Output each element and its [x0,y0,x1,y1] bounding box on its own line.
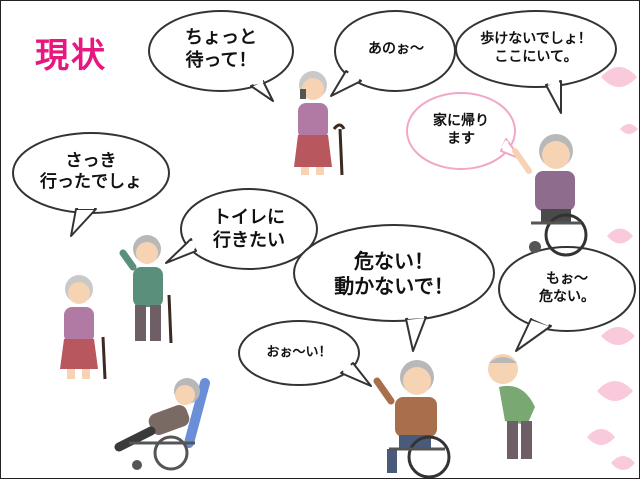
bubble-ooi-text: おぉ～い！ [266,345,332,360]
bubble-danger-text: 危ない！ 動かないで！ [334,249,454,298]
bubble-anoo-text: あのぉ～ [368,41,424,57]
page-title: 現状 [35,36,107,76]
cherry-petal-icon [587,429,615,445]
cherry-petal-icon [601,67,637,87]
bubble-cantwalk-shape [455,10,617,114]
cherry-petal-icon [601,327,635,345]
bubble-anoo-shape [330,10,456,97]
elderly-man-in-wheelchair-icon [512,134,588,257]
bubble-mou-shape [498,246,636,352]
bubble-ooi-shape [238,320,372,387]
bubble-wait-shape [148,10,294,102]
elderly-man-hunched-icon [488,354,535,459]
elderly-woman-with-cane-icon [294,71,346,176]
elderly-woman-standing-icon [60,275,107,380]
cherry-petal-icon [620,124,638,134]
cherry-petal-icon [597,381,633,401]
bubble-justwent-text: さっき 行ったでしょ [40,151,142,193]
elderly-man-in-reclining-wheelchair-icon [114,378,210,471]
bubble-cantwalk-text: 歩けないでしょ！ ここにいて。 [480,31,592,65]
bubble-mou-text: もぉ～ 危ない。 [539,271,595,305]
bubble-justwent-shape [12,132,170,237]
bubble-gohome-shape [406,92,522,170]
cherry-petal-icon [607,228,633,244]
bubble-toilet-shape [165,188,318,270]
bubble-danger-shape [293,224,495,352]
elderly-man-with-cane-icon [119,235,173,344]
cherry-petal-icon [611,456,635,470]
bubble-gohome-text: 家に帰り ます [433,113,489,147]
elderly-man-waving-wheelchair-icon [373,360,451,478]
bubble-toilet-text: トイレに 行きたい [213,207,285,251]
bubble-wait-text: ちょっと 待って！ [185,27,257,71]
